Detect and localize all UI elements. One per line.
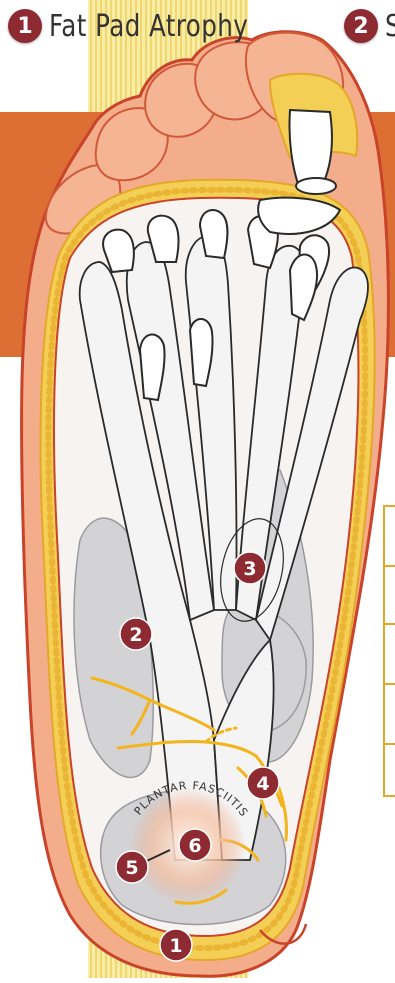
svg-text:1: 1 — [169, 935, 182, 957]
legend-label-2: S — [385, 9, 395, 44]
legend-item-1: 1 Fat Pad Atrophy — [8, 4, 292, 48]
marker-3: 3 — [234, 552, 266, 584]
marker-6: 6 — [179, 829, 211, 861]
marker-5: 5 — [116, 851, 148, 883]
marker-4: 4 — [247, 767, 279, 799]
legend-number-2: 2 — [344, 9, 378, 43]
marker-2: 2 — [120, 618, 152, 650]
marker-1: 1 — [160, 929, 192, 961]
svg-text:6: 6 — [188, 835, 201, 857]
table-fragment — [384, 506, 395, 796]
svg-text:5: 5 — [125, 857, 138, 879]
svg-text:4: 4 — [256, 773, 269, 795]
legend-number-1: 1 — [8, 9, 42, 43]
svg-text:2: 2 — [129, 624, 142, 646]
svg-text:3: 3 — [243, 558, 256, 580]
legend-item-2: 2 S — [344, 4, 395, 48]
legend-label-1: Fat Pad Atrophy — [49, 9, 248, 44]
